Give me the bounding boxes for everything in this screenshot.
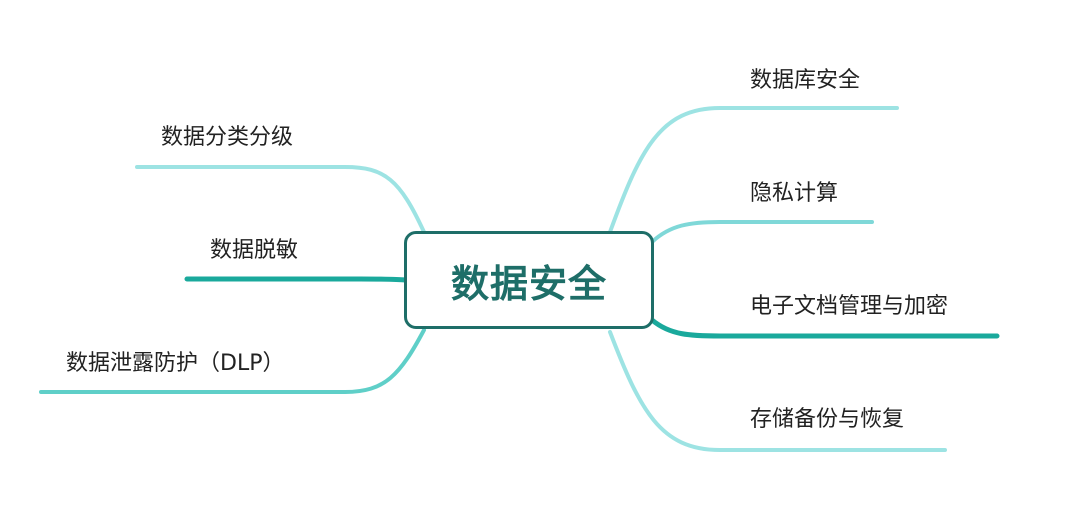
central-node: 数据安全 — [404, 231, 654, 329]
branch-connector-masking — [184, 276, 409, 283]
branch-connector-document-encryption — [649, 317, 1000, 339]
branch-label-storage-backup: 存储备份与恢复 — [750, 407, 905, 432]
branch-connector-storage-backup — [608, 330, 947, 452]
branch-connector-dlp — [39, 328, 426, 394]
branch-label-database-security: 数据库安全 — [750, 68, 861, 93]
central-node-title: 数据安全 — [450, 261, 607, 306]
branch-label-masking: 数据脱敏 — [210, 238, 299, 263]
branch-label-document-encryption: 电子文档管理与加密 — [750, 294, 949, 319]
branch-label-dlp: 数据泄露防护（DLP） — [66, 351, 285, 376]
branch-label-classification: 数据分类分级 — [161, 125, 294, 150]
branch-label-privacy-computing: 隐私计算 — [750, 181, 839, 206]
branch-connector-classification — [135, 165, 426, 234]
branch-connector-privacy-computing — [650, 220, 874, 244]
branch-connector-database-security — [608, 106, 899, 234]
